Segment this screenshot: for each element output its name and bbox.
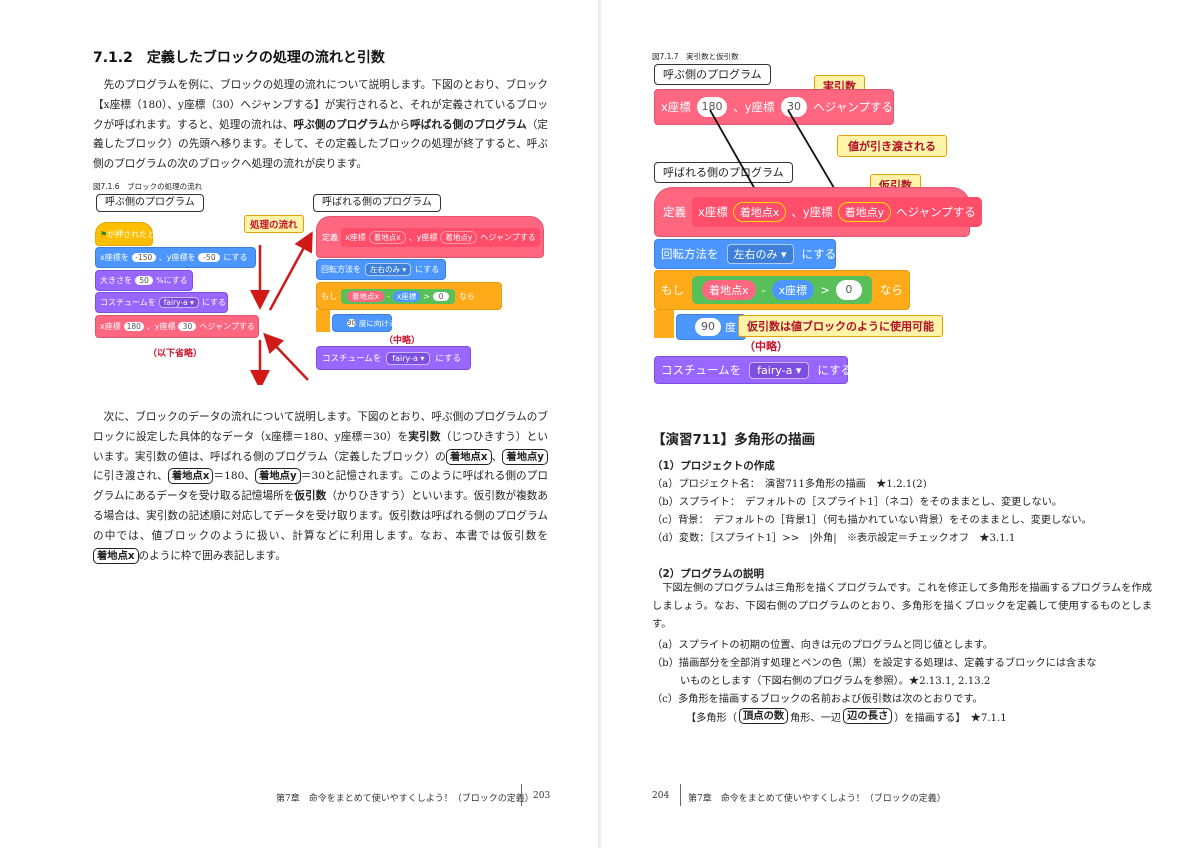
if-block: もし 着地点x-x座標>0 なら	[654, 270, 910, 310]
footer-divider	[680, 784, 681, 806]
text-run: 次に、ブロックのデータの流れについて説明します。下図のとおり、呼ぶ側のプログラム…	[93, 411, 548, 443]
callee-label: 呼ばれる側のプログラム	[313, 194, 441, 212]
footer-page-number: 204	[652, 791, 670, 801]
figure-caption: 図7.1.6 ブロックの処理の流れ	[93, 182, 203, 191]
program-item-b-line2: いものとします（下図右側のプログラムを参照）。★2.13.1, 2.13.2	[680, 676, 991, 687]
if-block: もし 着地点x-x座標>0 なら	[316, 282, 502, 310]
if-block-arm	[654, 310, 674, 338]
bold-term: 仮引数	[294, 490, 327, 503]
book-gutter	[598, 0, 602, 848]
parameter-box: 着地点y	[502, 448, 549, 465]
text-run: 、	[491, 450, 503, 463]
formal-as-value-callout: 仮引数は値ブロックのように使用可能	[738, 315, 943, 337]
caller-label: 呼ぶ側のプログラム	[96, 194, 204, 212]
text-run: 先のプログラムを例に、ブロックの処理の流れについて説明します。下図のとおり、ブロ…	[93, 79, 548, 131]
parameter-box: 着地点x	[167, 468, 214, 485]
text-run: に引き渡され、	[93, 470, 168, 483]
bold-term: 呼ばれる側のプログラム	[410, 118, 527, 131]
program-item-b-line1: （b）描画部分を全部消す処理とペンの色（黒）を設定する処理は、定義するブロックに…	[652, 658, 1097, 669]
text-run: （じつひきすう）といいます。実引数の値は、呼ばれる側のプログラム（定義したブロッ…	[93, 430, 549, 463]
if-block-arm	[316, 310, 330, 332]
footer-chapter: 第7章 命令をまとめて使いやすくしよう！（ブロックの定義）	[276, 794, 534, 804]
program-item-a: （a）スプライトの初期の位置、向きは元のプログラムと同じ値とします。	[652, 640, 993, 651]
comparison-reporter: 着地点x-x座標>0	[692, 276, 872, 304]
vertex-count-param: 頂点の数	[738, 708, 789, 724]
side-length-param: 辺の長さ	[843, 708, 893, 724]
subsection-project: （1）プロジェクトの作成	[652, 460, 775, 472]
footer-page-number: 203	[533, 791, 551, 801]
omitted-middle-label: （中略）	[384, 336, 421, 346]
omitted-below-label: （以下省略）	[148, 349, 203, 359]
rotation-style-block: 回転方法を左右のみ ▾にする	[316, 259, 446, 280]
project-item-c: （c）背景： デフォルトの［背景1］（何も描かれていない背景）をそのままとし、変…	[652, 515, 1092, 526]
text-run: （かりひきすう）といいます。仮引数が複数ある場合は、実引数の記述順に対応してデー…	[93, 490, 548, 542]
flow-label: 処理の流れ	[244, 215, 304, 233]
polygon-block-spec: 【多角形（頂点の数角形、一辺辺の長さ）を描画する】 ★7.1.1	[686, 708, 1007, 724]
parameter-box: 着地点x	[445, 448, 492, 465]
subsection-program: （2）プログラムの説明	[652, 568, 764, 580]
footer-divider	[521, 784, 522, 806]
data-flow-paragraph: 次に、ブロックのデータの流れについて説明します。下図のとおり、呼ぶ側のプログラム…	[93, 408, 549, 566]
text-run: （定義したブロック）の先頭へ移ります。そして、その定義したブロックの処理が終了す…	[93, 118, 549, 171]
footer-chapter: 第7章 命令をまとめて使いやすくしよう！（ブロックの定義）	[688, 794, 946, 804]
text-run: ＝30と記憶されます。このように呼ばれる側のプログラムにあるデータを受け取る記憶…	[93, 470, 548, 503]
program-item-c: （c）多角形を描画するブロックの名前および仮引数は次のとおりです。	[652, 694, 983, 705]
section-heading: 7.1.2 定義したブロックの処理の流れと引数	[93, 50, 385, 66]
intro-paragraph: 先のプログラムを例に、ブロックの処理の流れについて説明します。下図のとおり、ブロ…	[93, 76, 548, 175]
caller-label: 呼ぶ側のプログラム	[654, 64, 771, 85]
program-intro: 下図左側のプログラムは三角形を描くプログラムです。これを修正して多角形を描画する…	[652, 583, 1152, 630]
project-item-a: （a）プロジェクト名： 演習711多角形の描画 ★1.2.1(2)	[652, 479, 927, 490]
callee-label: 呼ばれる側のプログラム	[654, 162, 793, 183]
text-run: ＝180、	[213, 470, 256, 483]
flow-arrows	[250, 231, 313, 385]
text-run: のように枠で囲み表記します。	[138, 549, 286, 562]
arg-passing-arrows	[709, 109, 844, 205]
left-page: 7.1.2 定義したブロックの処理の流れと引数 先のプログラムを例に、ブロックの…	[0, 0, 598, 848]
flag-icon: ⚑	[100, 229, 108, 239]
comparison-reporter: 着地点x-x座標>0	[341, 288, 455, 304]
project-item-d: （d）変数：［スプライト1］>> |外角| ※表示設定＝チェックオフ ★3.1.…	[652, 533, 1016, 544]
parameter-box: 着地点x	[93, 547, 139, 564]
bold-term: 実引数	[408, 430, 441, 443]
value-passed-callout: 値が引き渡される	[837, 135, 947, 157]
figure-caption: 図7.1.7 実引数と仮引数	[652, 52, 739, 61]
parameter-box: 着地点y	[255, 468, 301, 485]
bold-term: 呼ぶ側のプログラム	[293, 118, 389, 131]
rotation-style-block: 回転方法を左右のみ ▾にする	[654, 239, 836, 269]
text-run: から	[388, 118, 411, 131]
omitted-middle-label: （中略）	[744, 340, 788, 353]
project-item-b: （b）スプライト： デフォルトの［スプライト1］（ネコ）をそのままとし、変更しな…	[652, 497, 1063, 508]
when-flag-clicked-block: ⚑が押されたとき	[95, 222, 163, 246]
exercise-title: 【演習711】多角形の描画	[652, 432, 816, 448]
